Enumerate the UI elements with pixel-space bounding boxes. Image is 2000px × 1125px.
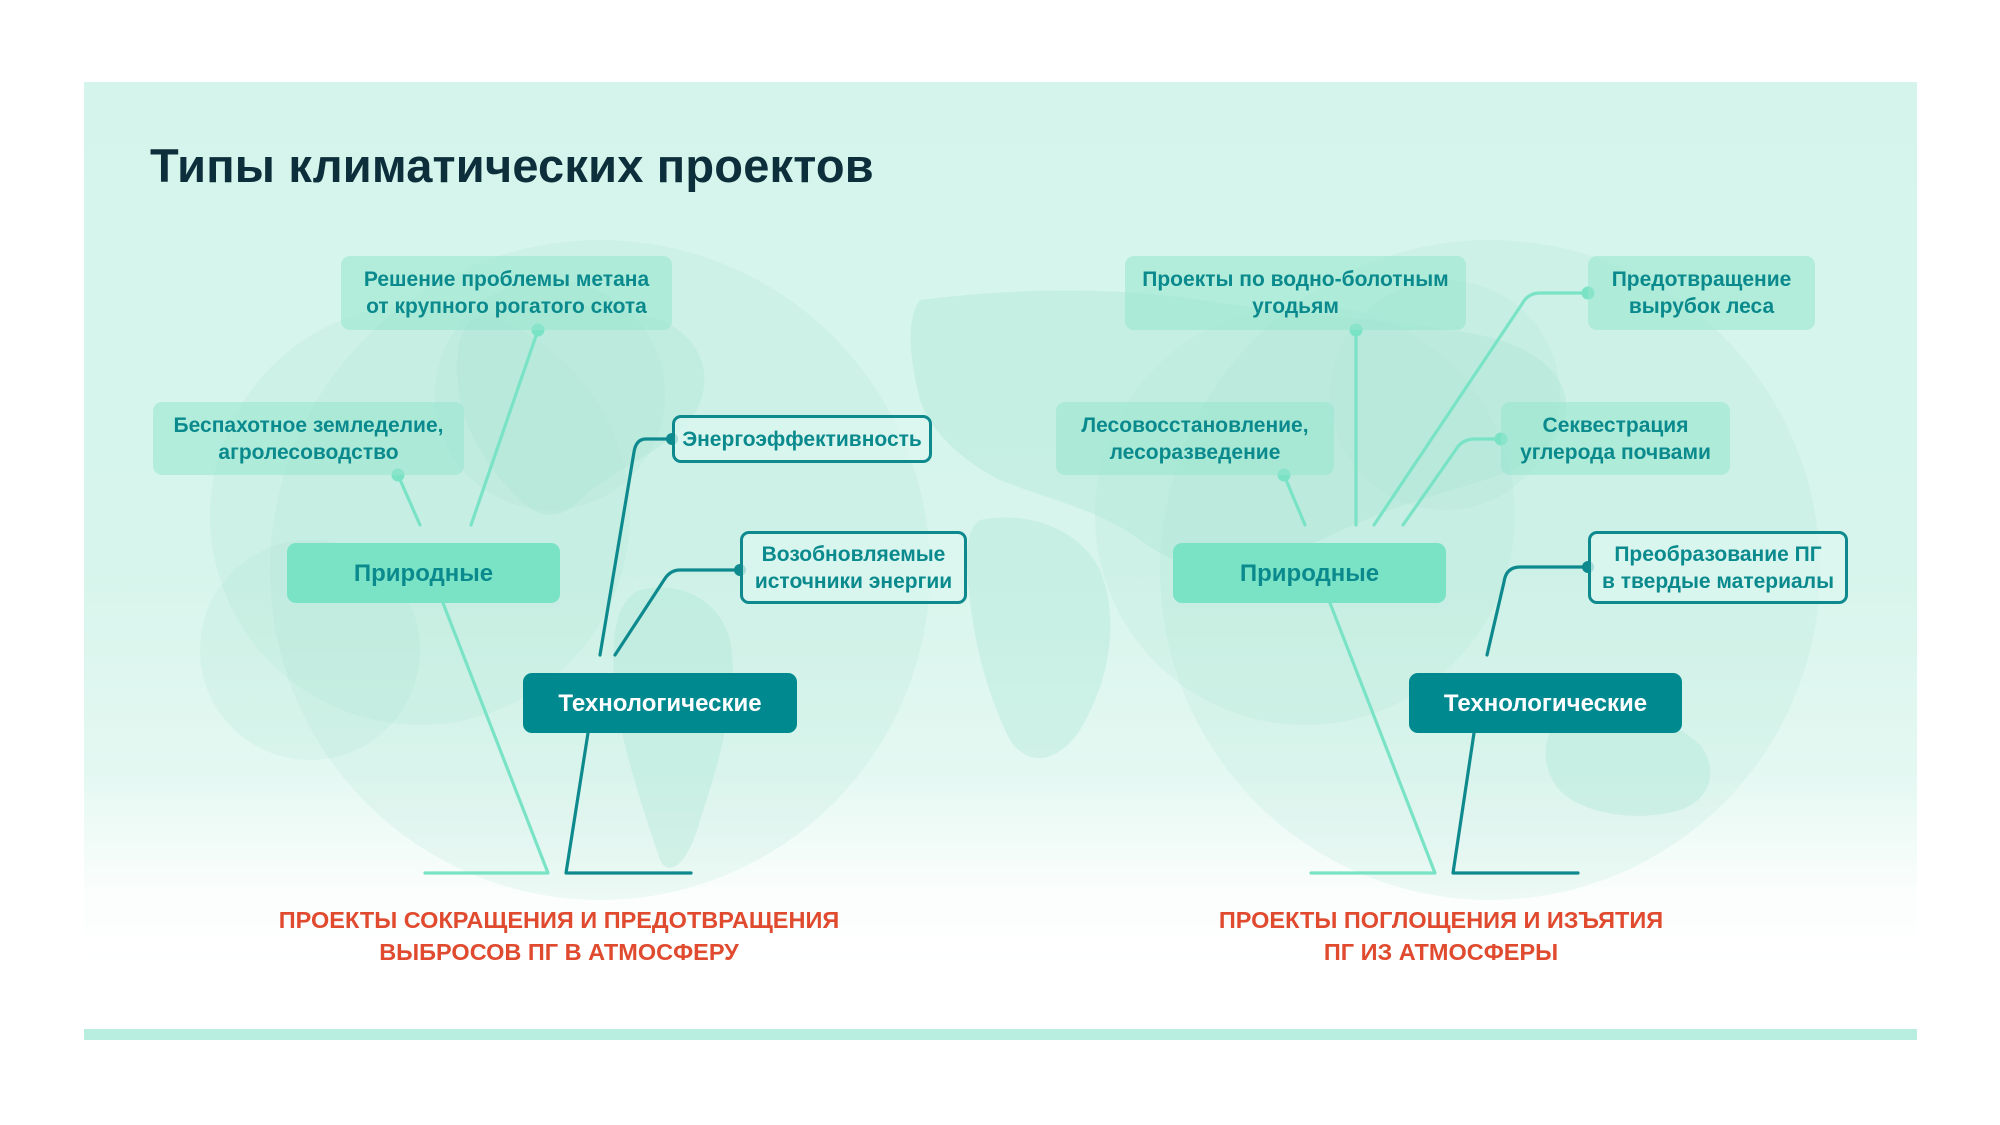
node-ghg-conversion: Преобразование ПГ в твердые материалы [1588, 531, 1848, 604]
category-technological: Технологические [523, 673, 797, 733]
node-text-line: угодьям [1252, 295, 1339, 318]
slide-panel [84, 82, 1917, 966]
node-text-line: агролесоводство [218, 440, 399, 464]
category-natural: Природные [1173, 543, 1446, 603]
connector-deforestation [1372, 291, 1590, 527]
node-text-line: от крупного рогатого скота [366, 295, 647, 318]
caption-line: ВЫБРОСОВ ПГ В АТМОСФЕРУ [379, 939, 739, 965]
node-renewable-energy: Возобновляемые источники энергии [740, 531, 967, 604]
node-text-line: Секвестрация [1542, 413, 1689, 437]
category-label: Технологические [1443, 689, 1648, 717]
connector-conversion [1485, 565, 1590, 657]
connector-methane [469, 328, 540, 527]
node-text-line: Решение проблемы метана [363, 268, 650, 291]
node-text-line: источники энергии [754, 569, 953, 593]
bottom-accent-bar [84, 1029, 1917, 1040]
node-soil-sequestration: Секвестрация углерода почвами [1501, 402, 1730, 475]
node-text-line: Лесовосстановление, [1081, 413, 1309, 437]
category-natural: Природные [287, 543, 560, 603]
caption-line: ПРОЕКТЫ ПОГЛОЩЕНИЯ И ИЗЪЯТИЯ [1218, 907, 1664, 933]
node-text-line: Проекты по водно-болотным [1142, 268, 1449, 291]
deco-circle [435, 280, 665, 510]
category-label: Технологические [558, 689, 762, 717]
connector-tillage [396, 473, 422, 527]
node-energy-efficiency: Энергоэффективность [672, 415, 932, 463]
connector-energy-efficiency [598, 437, 674, 657]
node-wetlands: Проекты по водно-болотным угодьям [1125, 256, 1466, 330]
caption-line: ПРОЕКТЫ СОКРАЩЕНИЯ И ПРЕДОТВРАЩЕНИЯ [278, 907, 840, 933]
category-technological: Технологические [1409, 673, 1682, 733]
caption-line: ПГ ИЗ АТМОСФЕРЫ [1323, 939, 1559, 965]
node-deforestation-prevention: Предотвращение вырубок леса [1588, 256, 1815, 330]
node-text-line: Энергоэффективность [682, 427, 922, 451]
category-label: Природные [353, 559, 494, 587]
connector-natural-to-baseline [423, 601, 550, 875]
node-reforestation: Лесовосстановление, лесоразведение [1056, 402, 1334, 475]
node-text-line: Беспахотное земледелие, [173, 413, 444, 437]
node-text-line: в твердые материалы [1601, 569, 1834, 593]
group-caption: ПРОЕКТЫ СОКРАЩЕНИЯ И ПРЕДОТВРАЩЕНИЯ ВЫБР… [259, 904, 859, 968]
page-title: Типы климатических проектов [150, 139, 874, 192]
connector-sequestration [1401, 437, 1503, 527]
node-text-line: Возобновляемые [761, 542, 946, 566]
node-no-till-agroforestry: Беспахотное земледелие, агролесоводство [153, 402, 464, 475]
node-methane: Решение проблемы метана от крупного рога… [341, 256, 672, 330]
node-text-line: углерода почвами [1520, 440, 1711, 464]
node-text-line: Предотвращение [1611, 268, 1792, 291]
connector-tech-to-baseline [1451, 731, 1580, 875]
category-label: Природные [1239, 559, 1380, 587]
connector-renewables [613, 568, 742, 657]
node-text-line: лесоразведение [1109, 440, 1281, 464]
connector-reforestation [1282, 473, 1307, 527]
connector-tech-to-baseline [564, 731, 693, 875]
node-text-line: вырубок леса [1628, 295, 1775, 318]
group-caption: ПРОЕКТЫ ПОГЛОЩЕНИЯ И ИЗЪЯТИЯ ПГ ИЗ АТМОС… [1141, 904, 1741, 968]
connector-natural-to-baseline [1309, 601, 1437, 875]
node-text-line: Преобразование ПГ [1614, 542, 1822, 566]
